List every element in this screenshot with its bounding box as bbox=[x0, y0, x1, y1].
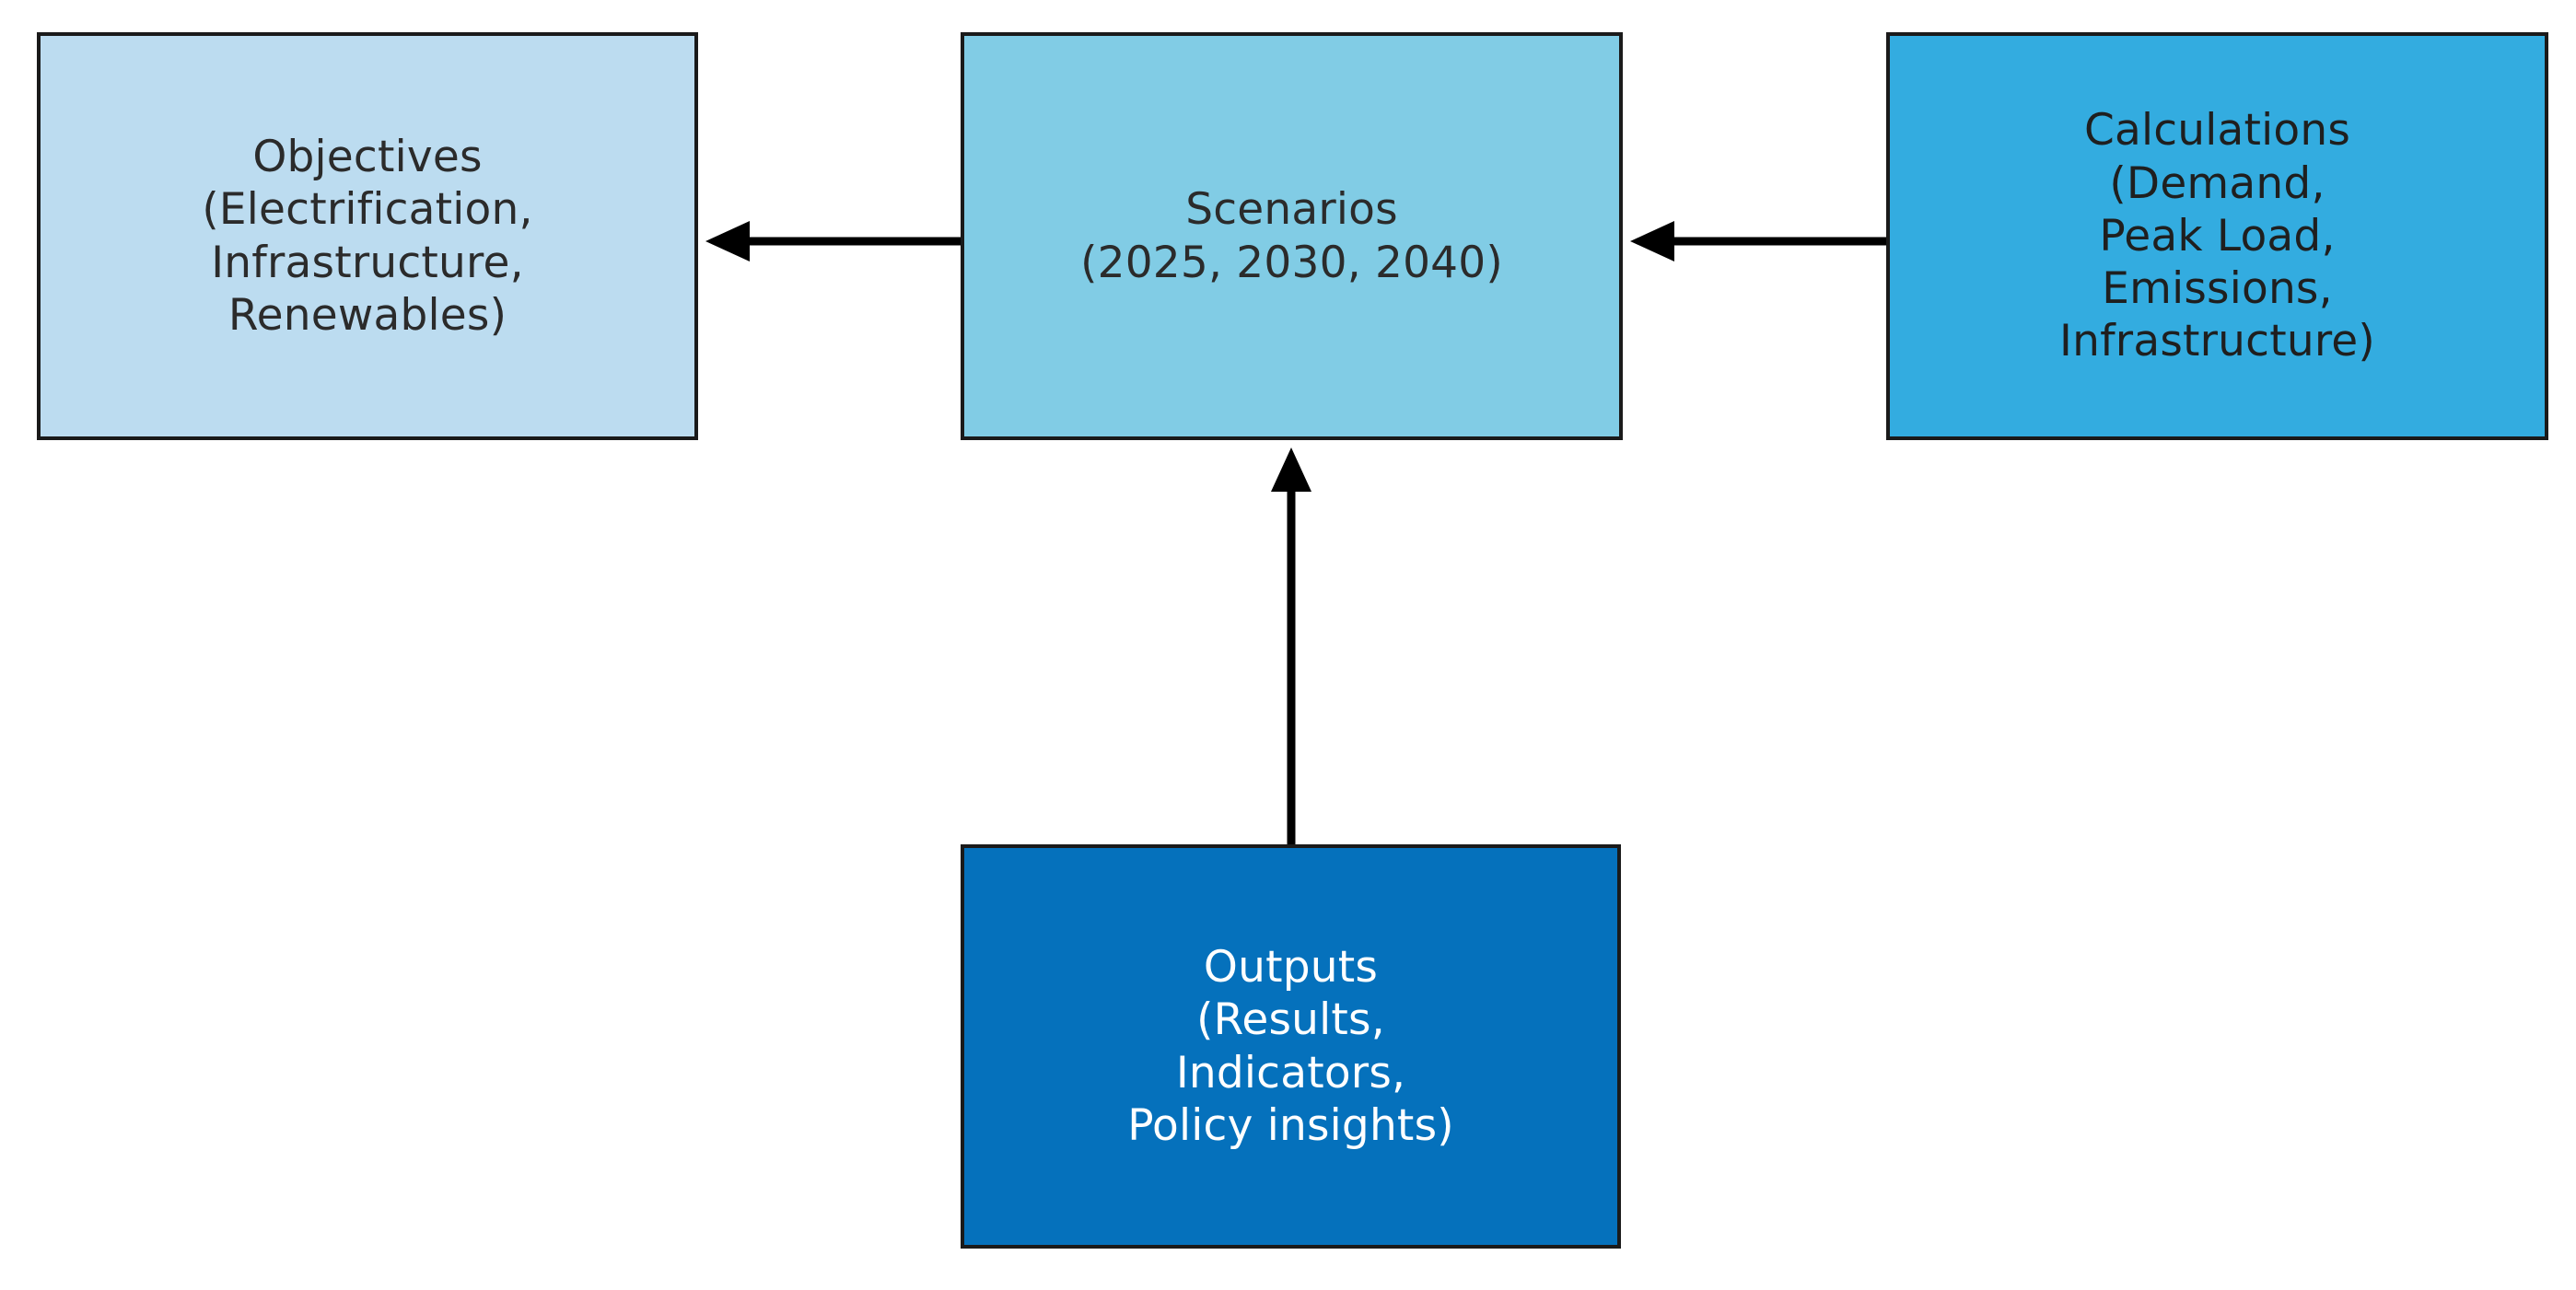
node-calculations-label: Calculations (Demand, Peak Load, Emissio… bbox=[2059, 105, 2375, 367]
node-calculations[interactable]: Calculations (Demand, Peak Load, Emissio… bbox=[1886, 32, 2548, 440]
node-objectives[interactable]: Objectives (Electrification, Infrastruct… bbox=[37, 32, 698, 440]
node-outputs[interactable]: Outputs (Results, Indicators, Policy ins… bbox=[961, 844, 1621, 1249]
edge-scenarios-to-objectives bbox=[698, 214, 961, 269]
node-scenarios-label: Scenarios (2025, 2030, 2040) bbox=[1080, 184, 1503, 288]
edge-calculations-to-scenarios bbox=[1623, 214, 1886, 269]
node-outputs-label: Outputs (Results, Indicators, Policy ins… bbox=[1127, 941, 1454, 1151]
edge-outputs-to-scenarios bbox=[1264, 440, 1319, 844]
node-scenarios[interactable]: Scenarios (2025, 2030, 2040) bbox=[961, 32, 1623, 440]
node-objectives-label: Objectives (Electrification, Infrastruct… bbox=[202, 131, 533, 341]
